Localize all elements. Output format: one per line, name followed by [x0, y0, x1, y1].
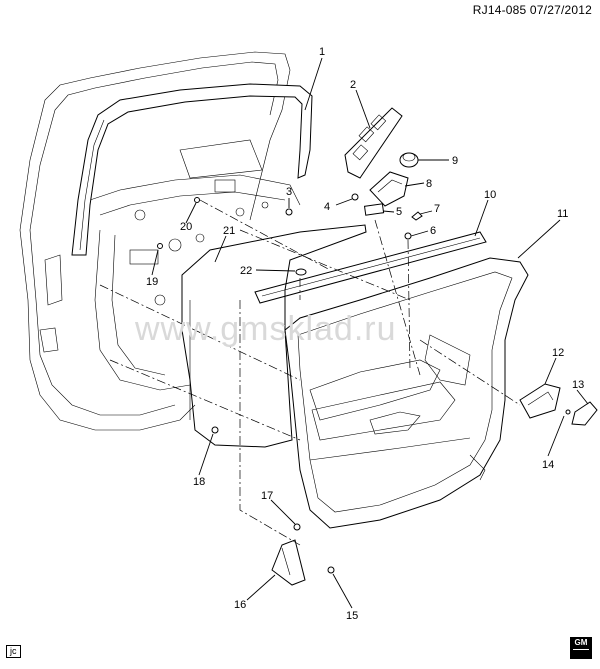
- part-switch-housing: [369, 171, 409, 207]
- part-window-seal: [71, 83, 313, 256]
- callout-18: 18: [193, 476, 205, 488]
- callout-19: 19: [146, 276, 158, 288]
- illustrator-code: jc: [6, 645, 21, 658]
- callout-5: 5: [396, 206, 402, 218]
- callout-2: 2: [350, 79, 356, 91]
- callout-22: 22: [240, 265, 252, 277]
- callout-11: 11: [557, 208, 568, 220]
- part-lower-bracket: [271, 539, 306, 586]
- callout-labels: 1 2 3 4 5 6 7 8 9 10 11 12 13 14 15 16 1…: [146, 46, 584, 622]
- fasteners: [157, 193, 571, 574]
- diagram-reference: RJ14-085 07/27/2012: [472, 3, 592, 17]
- callout-8: 8: [426, 178, 432, 190]
- callout-13: 13: [572, 379, 584, 391]
- watermark-text: www.gmsklad.ru: [134, 310, 397, 348]
- part-mirror-switch-knob: [399, 152, 419, 168]
- callout-20: 20: [180, 221, 192, 233]
- part-switch-bezel: [344, 107, 403, 179]
- callout-17: 17: [261, 490, 273, 502]
- callout-15: 15: [346, 610, 358, 622]
- gm-logo: GM: [570, 637, 592, 659]
- callout-4: 4: [324, 201, 330, 213]
- part-belt-molding: [254, 231, 487, 304]
- callout-9: 9: [452, 155, 458, 167]
- callout-10: 10: [484, 189, 496, 201]
- door-frame-outline: [19, 51, 301, 431]
- part-handle-bracket: [519, 383, 561, 419]
- part-door-trim-panel: [284, 257, 529, 529]
- part-water-deflector: [181, 224, 367, 448]
- part-handle-cover: [571, 401, 598, 426]
- callout-3: 3: [286, 186, 292, 198]
- callout-1: 1: [319, 46, 325, 58]
- callout-14: 14: [542, 459, 554, 471]
- part-window-switch: [363, 203, 385, 216]
- assembly-guide-lines: [99, 199, 521, 546]
- leader-lines: [151, 57, 589, 609]
- callout-21: 21: [223, 225, 235, 237]
- gm-logo-text: GM: [574, 638, 588, 647]
- callout-16: 16: [234, 599, 246, 611]
- callout-6: 6: [430, 225, 436, 237]
- callout-7: 7: [434, 203, 440, 215]
- callout-12: 12: [552, 347, 564, 359]
